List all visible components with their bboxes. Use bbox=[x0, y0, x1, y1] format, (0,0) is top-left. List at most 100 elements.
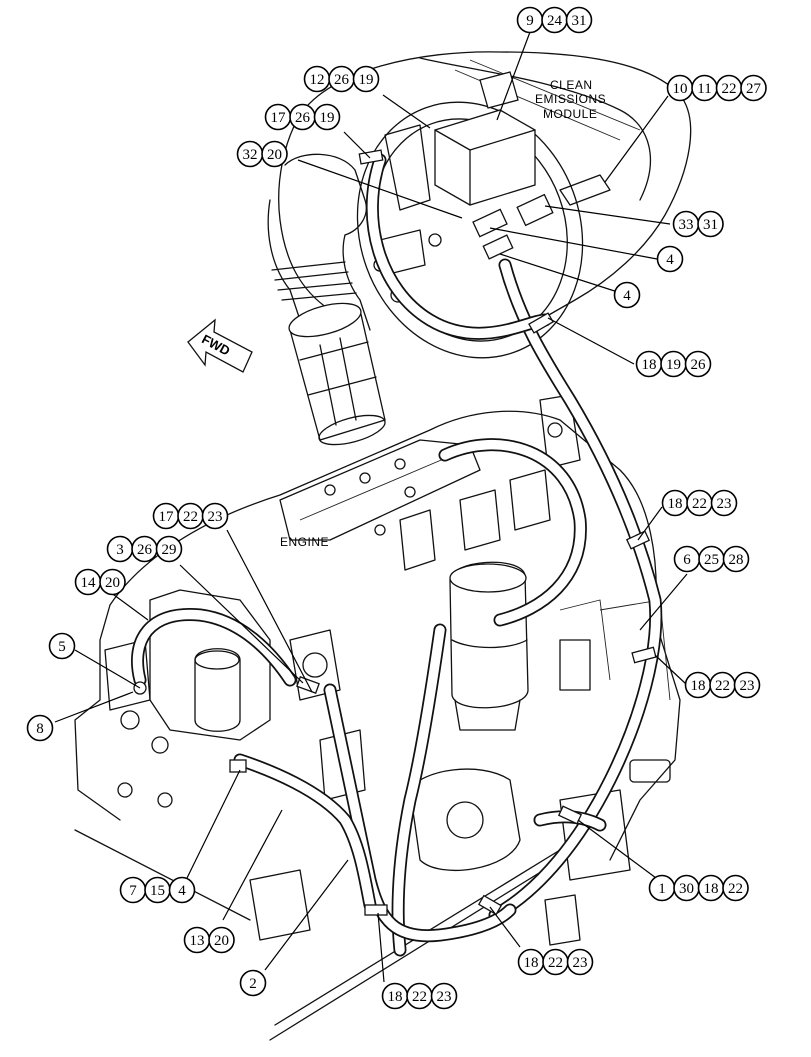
fwd-arrow: FWD bbox=[187, 318, 253, 373]
callout-number: 30 bbox=[679, 881, 694, 897]
callout-number: 4 bbox=[178, 883, 186, 899]
callout-balloon bbox=[99, 568, 126, 596]
callout-number: 7 bbox=[129, 883, 137, 899]
callout-number: 20 bbox=[105, 575, 120, 591]
callout-c16: 5 bbox=[48, 632, 76, 660]
callout-balloon bbox=[565, 6, 593, 34]
leader-c15 bbox=[654, 654, 687, 685]
intake-pipe-drawing bbox=[267, 153, 386, 446]
leader-c6 bbox=[544, 205, 671, 225]
callout-number: 2 bbox=[249, 976, 257, 992]
callout-number: 19 bbox=[666, 357, 681, 373]
callout-number: 14 bbox=[81, 575, 97, 591]
callout-number: 11 bbox=[697, 81, 711, 97]
callout-number: 15 bbox=[150, 883, 165, 899]
leader-c17 bbox=[54, 691, 134, 723]
callout-balloon bbox=[684, 350, 712, 378]
callout-number: 17 bbox=[271, 110, 287, 126]
callout-number: 31 bbox=[703, 217, 718, 233]
leader-c14 bbox=[109, 591, 149, 621]
callout-balloon bbox=[613, 281, 641, 309]
callout-balloon bbox=[201, 502, 229, 530]
leader-c2 bbox=[382, 94, 431, 129]
leader-c9 bbox=[547, 317, 635, 365]
leader-c11 bbox=[226, 529, 313, 693]
callout-balloon bbox=[168, 876, 196, 904]
leader-c7 bbox=[489, 227, 658, 260]
callout-number: 4 bbox=[623, 288, 631, 304]
leader-c21 bbox=[489, 906, 521, 948]
callout-number: 26 bbox=[334, 72, 350, 88]
callout-c10: 18 22 23 bbox=[661, 489, 738, 517]
callout-balloon bbox=[208, 926, 235, 954]
callout-number: 22 bbox=[548, 955, 563, 971]
callout-number: 18 bbox=[704, 881, 719, 897]
callout-balloon bbox=[710, 489, 738, 517]
callout-balloon bbox=[352, 65, 380, 93]
callout-number: 23 bbox=[717, 496, 732, 512]
callout-number: 22 bbox=[412, 989, 427, 1005]
callout-balloon bbox=[155, 535, 183, 563]
callout-number: 27 bbox=[746, 81, 762, 97]
callout-c9: 18 19 26 bbox=[635, 350, 712, 378]
callout-balloon bbox=[566, 948, 594, 976]
callout-number: 5 bbox=[58, 639, 66, 655]
callout-c8: 4 bbox=[613, 281, 641, 309]
callout-c14: 14 20 bbox=[74, 568, 126, 596]
callout-number: 22 bbox=[728, 881, 743, 897]
leader-c5 bbox=[297, 159, 463, 219]
callout-number: 19 bbox=[320, 110, 335, 126]
callout-balloon bbox=[722, 545, 750, 573]
callout-number: 28 bbox=[729, 552, 744, 568]
callout-number: 23 bbox=[740, 678, 755, 694]
callout-number: 22 bbox=[183, 509, 198, 525]
callout-balloon bbox=[733, 671, 761, 699]
callout-balloon bbox=[697, 210, 724, 238]
clean-emissions-module-drawing bbox=[278, 51, 692, 359]
callout-balloon bbox=[239, 969, 267, 997]
module-label-line1: CLEAN bbox=[550, 78, 593, 92]
callout-number: 31 bbox=[572, 13, 587, 29]
callout-number: 20 bbox=[214, 933, 229, 949]
callout-number: 22 bbox=[692, 496, 707, 512]
callout-number: 18 bbox=[668, 496, 683, 512]
callout-number: 26 bbox=[691, 357, 707, 373]
callout-c17: 8 bbox=[26, 714, 54, 742]
callout-number: 19 bbox=[359, 72, 374, 88]
leader-c12 bbox=[179, 564, 304, 684]
callout-number: 18 bbox=[388, 989, 403, 1005]
callout-balloon bbox=[656, 245, 684, 273]
engine-block-drawing bbox=[74, 394, 681, 1041]
leader-c22 bbox=[264, 859, 349, 971]
callout-c22: 2 bbox=[239, 969, 267, 997]
callout-c19: 7 15 4 bbox=[119, 876, 196, 904]
leader-c18 bbox=[577, 819, 657, 879]
callout-balloon bbox=[430, 982, 458, 1010]
leader-c8 bbox=[499, 253, 628, 296]
callout-number: 22 bbox=[722, 81, 737, 97]
hoses-drawing bbox=[131, 149, 663, 957]
leader-c19 bbox=[186, 769, 241, 879]
callout-number: 18 bbox=[642, 357, 657, 373]
module-label-line3: MODULE bbox=[543, 107, 597, 121]
leader-c16 bbox=[74, 649, 141, 689]
callout-number: 8 bbox=[36, 721, 44, 737]
callout-number: 18 bbox=[691, 678, 706, 694]
leader-c1 bbox=[496, 31, 531, 121]
callout-number: 4 bbox=[666, 252, 674, 268]
callout-number: 13 bbox=[190, 933, 205, 949]
callout-number: 33 bbox=[679, 217, 694, 233]
module-label-line2: EMISSIONS bbox=[535, 92, 606, 106]
callout-balloon bbox=[26, 714, 54, 742]
engine-line-art: FWD bbox=[74, 51, 692, 1041]
callout-balloon bbox=[313, 103, 341, 131]
callout-c6: 33 31 bbox=[672, 210, 724, 238]
callout-number: 23 bbox=[437, 989, 452, 1005]
